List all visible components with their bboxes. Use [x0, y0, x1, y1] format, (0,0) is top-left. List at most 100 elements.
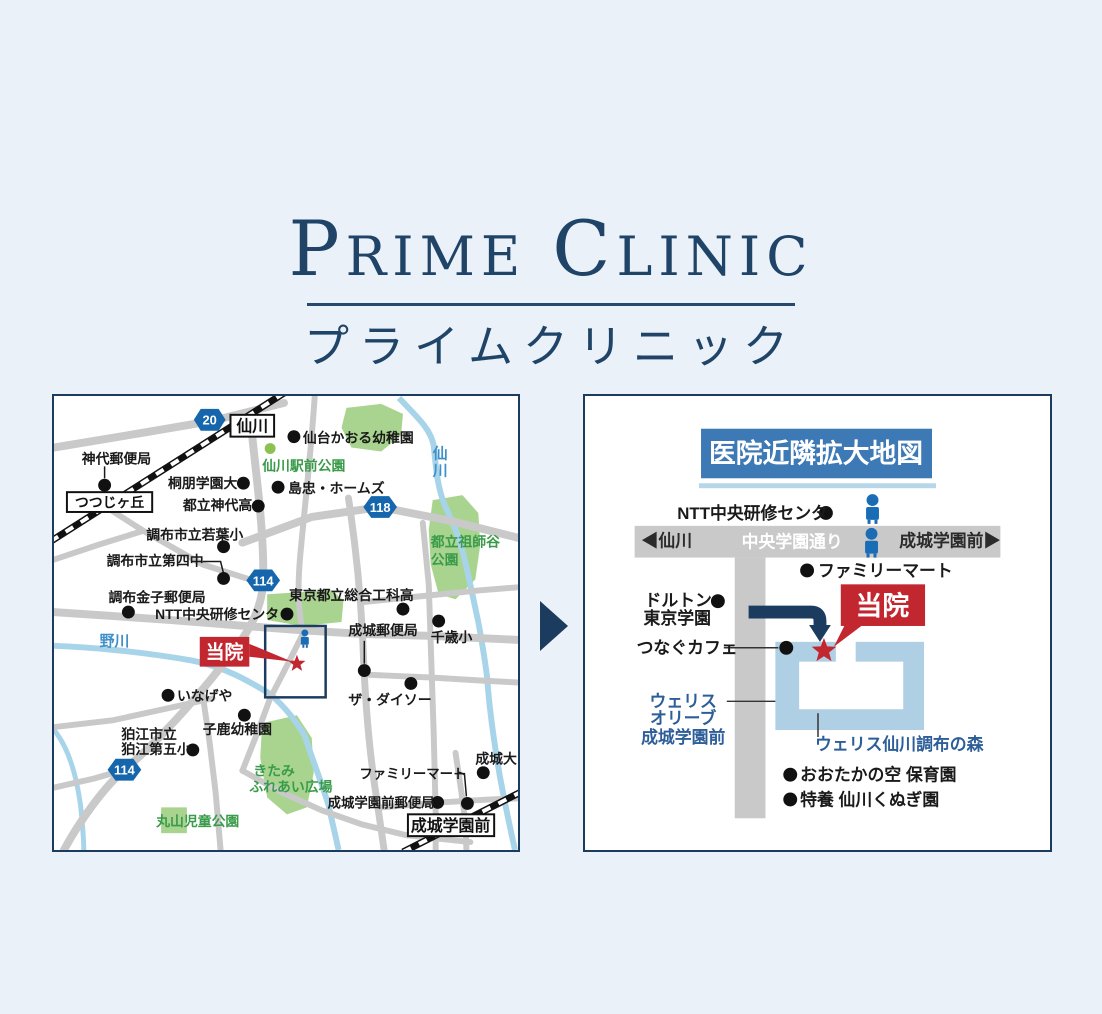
- station-label: つつじヶ丘: [75, 494, 144, 510]
- poi-label: ドルトン: [645, 591, 712, 610]
- connector-lines: [103, 466, 468, 797]
- clinic-callout-box: [199, 636, 250, 667]
- park-area: [341, 403, 403, 452]
- clinic-label: 当院: [856, 590, 910, 621]
- sengawa-river: [396, 396, 518, 850]
- detail-roads: [634, 525, 1001, 819]
- poi-dot: [818, 506, 833, 520]
- poi-label: ファミリーマート: [359, 767, 466, 782]
- route-number: 114: [253, 573, 275, 588]
- poi-dot: [287, 430, 301, 444]
- nogawa-river: [54, 642, 342, 850]
- poi-label: いなげや: [177, 687, 232, 703]
- signal-icon-foot: [305, 644, 308, 648]
- poi-label: 桐朋学園大: [168, 475, 237, 491]
- poi-label: 狛江市立: [120, 726, 177, 742]
- poi-dot: [710, 594, 725, 609]
- poi-label: 島忠・ホームズ: [288, 480, 385, 496]
- poi-label: 千歳小: [431, 629, 473, 645]
- station-label: 仙川: [236, 417, 268, 436]
- station-box-sengawa: [229, 413, 276, 438]
- poi-label: 調布金子郵便局: [109, 589, 206, 605]
- clinic-header: PRIME CLINIC プライムクリニック: [0, 198, 1102, 375]
- signal-icon-foot: [866, 553, 870, 558]
- signal-icon-foot: [867, 519, 871, 524]
- route-shield: [246, 569, 281, 592]
- clinic-callout-detail: 当院: [811, 584, 926, 662]
- station-boxes: 仙川 つつじヶ丘 成城学園前: [65, 413, 496, 838]
- poi-dot: [251, 499, 265, 513]
- route-shield: [363, 496, 398, 518]
- detail-map-title: 医院近隣拡大地図: [699, 428, 936, 489]
- poi-dot: [783, 767, 798, 782]
- poi-dot: [396, 602, 410, 616]
- station-box-seijogakuenmae: [406, 813, 496, 838]
- poi-label: 仙台かおる幼稚園: [303, 430, 414, 446]
- route-number: 118: [370, 500, 391, 515]
- poi-label: 成城大: [475, 751, 517, 767]
- road: [54, 527, 147, 563]
- river-label-nogawa: 野川: [100, 633, 130, 650]
- detail-poi-dots: [710, 506, 833, 807]
- route-shields: 20 118 114 114: [107, 408, 398, 781]
- road: [54, 695, 216, 731]
- poi-label: NTT中央研修センタ: [155, 606, 279, 622]
- callout-tail: [833, 624, 863, 647]
- poi-dot: [779, 640, 794, 655]
- poi-label: 成城学園前郵便局: [328, 794, 435, 810]
- wide-area-map-panel: 仙川 つつじヶ丘 成城学園前 20 118 114 114 仙川駅前公園 都立祖…: [52, 394, 520, 852]
- clinic-title-word2: CLINIC: [552, 204, 814, 293]
- area-labels: 仙川駅前公園 都立祖師谷 公園 きたみ ふれあい広場 丸山児童公園 仙川 野川: [100, 445, 501, 830]
- poi-label: 特養 仙川くぬぎ園: [800, 789, 939, 809]
- signal-icon-head: [301, 629, 309, 637]
- signal-icon-body: [300, 636, 309, 645]
- road-vertical: [734, 557, 766, 819]
- poi-dot: [432, 614, 446, 628]
- poi-dot: [476, 766, 490, 780]
- title-underline: [307, 302, 795, 306]
- direction-right-label: 成城学園前▶: [899, 531, 1000, 551]
- detail-poi-labels: NTT中央研修センタ ファミリーマート ドルトン 東京学園 つなぐカフェ おおた…: [637, 503, 985, 809]
- station-label: 成城学園前: [411, 816, 490, 835]
- route-shield: [107, 758, 142, 781]
- poi-dot: [357, 664, 371, 678]
- detail-map-panel: 医院近隣拡大地図 ◀仙川 中央学園通り 成城学園前▶ 当院: [583, 394, 1052, 852]
- detail-title-underline: [699, 483, 936, 489]
- poi-labels: 神代郵便局 仙台かおる幼稚園 桐朋学園大 島忠・ホームズ 都立神代高 調布市立若…: [82, 430, 517, 811]
- poi-label: 都立神代高: [182, 497, 252, 513]
- river-label-sengawa: 仙川: [431, 445, 448, 480]
- detail-map: 医院近隣拡大地図 ◀仙川 中央学園通り 成城学園前▶ 当院: [634, 428, 1001, 819]
- poi-label: 狛江第五小: [120, 741, 190, 757]
- signal-icon: [300, 629, 309, 648]
- clinic-title-word1: PRIME: [288, 204, 527, 293]
- poi-dot: [431, 795, 445, 809]
- road: [295, 396, 318, 631]
- poi-label: 調布市立第四中: [107, 553, 204, 569]
- building-label-line: 成城学園前: [641, 727, 725, 747]
- signal-icon-body: [866, 507, 879, 520]
- poi-label: 調布市立若葉小: [146, 527, 243, 543]
- route-arrow-head: [809, 624, 831, 642]
- stream: [54, 728, 87, 850]
- poi-label: ザ・ダイソー: [348, 691, 431, 707]
- poi-label: ファミリーマート: [818, 561, 953, 580]
- building-entrance-gap: [835, 640, 856, 663]
- poi-dot: [161, 688, 175, 702]
- park-label: きたみ: [253, 763, 295, 779]
- rivers: [54, 396, 518, 850]
- poi-label: おおたかの空 保育園: [800, 765, 956, 785]
- poi-label: 子鹿幼稚園: [203, 721, 272, 737]
- connector: [454, 772, 468, 797]
- poi-dot: [404, 677, 418, 690]
- poi-dot: [217, 540, 230, 554]
- poi-label: 東京都立総合工科高: [289, 587, 414, 603]
- route-arrow-shaft: [748, 605, 827, 626]
- park-label: 公園: [431, 552, 459, 568]
- signal-icon-head: [865, 527, 878, 540]
- poi-label: 神代郵便局: [82, 450, 151, 466]
- building-wellith: [775, 640, 925, 731]
- signal-icon-foot: [874, 519, 878, 524]
- clinic-callout: 当院: [199, 636, 306, 671]
- building-name-label: ウェリス仙川調布の森: [815, 734, 985, 754]
- poi-dot: [237, 708, 251, 722]
